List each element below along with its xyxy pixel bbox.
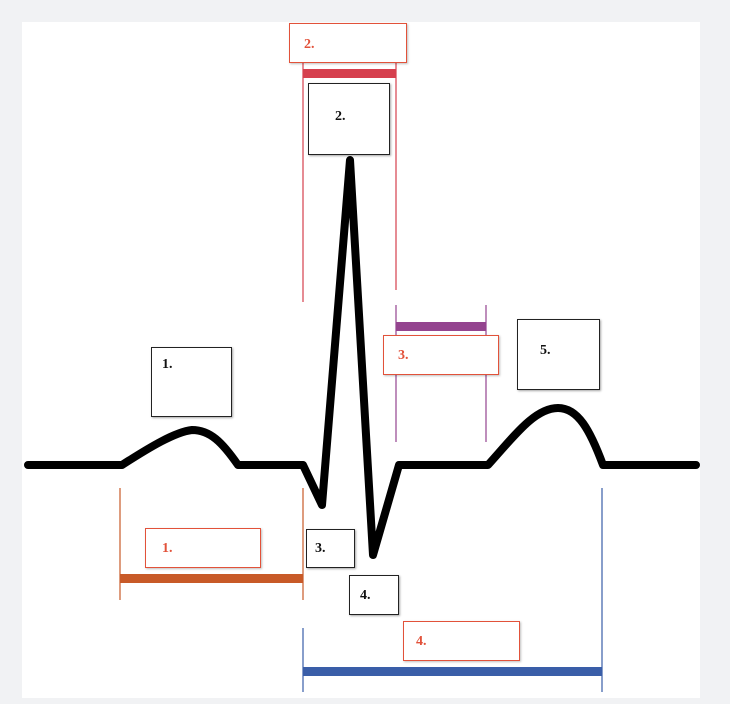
- interval-1-bar: [120, 574, 303, 583]
- feature-label-1-text: 1.: [162, 357, 173, 372]
- feature-label-4-text: 4.: [360, 588, 371, 603]
- interval-label-2-text: 2.: [304, 37, 315, 52]
- interval-2-bar: [303, 69, 396, 78]
- interval-1-marker: [119, 488, 304, 600]
- interval-label-1[interactable]: 1.: [145, 528, 261, 568]
- interval-label-1-text: 1.: [162, 541, 173, 556]
- interval-label-3-text: 3.: [398, 348, 409, 363]
- interval-3-bar: [396, 322, 486, 331]
- feature-label-5-text: 5.: [540, 343, 551, 358]
- feature-label-5[interactable]: 5.: [517, 319, 600, 390]
- interval-4-bar: [303, 667, 602, 676]
- feature-label-3-text: 3.: [315, 541, 326, 556]
- ecg-waveform: [24, 156, 700, 559]
- feature-label-3[interactable]: 3.: [306, 529, 355, 568]
- interval-label-4[interactable]: 4.: [403, 621, 520, 661]
- interval-label-2[interactable]: 2.: [289, 23, 407, 63]
- interval-4-marker: [302, 488, 603, 692]
- interval-2-marker: [302, 62, 397, 302]
- feature-label-4[interactable]: 4.: [349, 575, 399, 615]
- interval-label-4-text: 4.: [416, 634, 427, 649]
- feature-label-2-text: 2.: [335, 109, 346, 124]
- feature-label-1[interactable]: 1.: [151, 347, 232, 417]
- feature-label-2[interactable]: 2.: [308, 83, 390, 155]
- interval-label-3[interactable]: 3.: [383, 335, 499, 375]
